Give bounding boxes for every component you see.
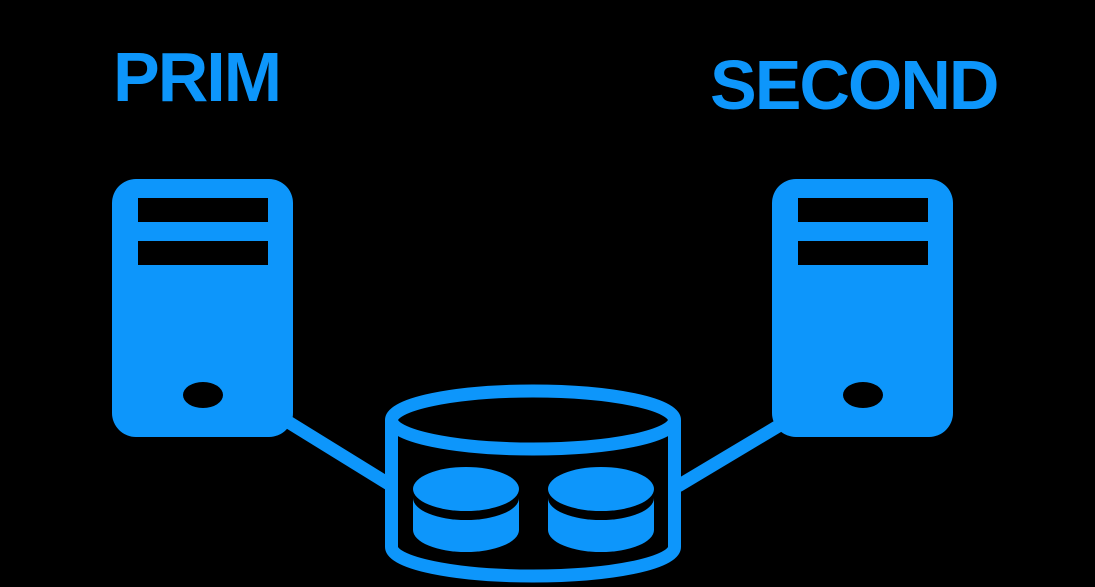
- secondary-server-icon: [772, 179, 953, 437]
- storage-disk-icon: [413, 467, 519, 552]
- primary-storage-connector-line: [281, 414, 396, 492]
- primary-server-power-button: [183, 382, 223, 408]
- primary-server-drive-bay-slot: [138, 198, 268, 222]
- secondary-server-drive-bay-slot: [798, 198, 928, 222]
- primary-server-icon: [112, 179, 293, 437]
- primary-server-drive-bay-slot: [138, 241, 268, 265]
- secondary-server-drive-bay-slot: [798, 241, 928, 265]
- secondary-server-power-button: [843, 382, 883, 408]
- shared-storage-icon: [385, 384, 681, 583]
- left-disk-top: [413, 467, 519, 511]
- storage-disk-icon: [548, 467, 654, 552]
- primary-node-label: PRIM: [113, 38, 280, 116]
- storage-cylinder-top: [385, 384, 681, 456]
- right-disk-top: [548, 467, 654, 511]
- secondary-storage-connector-line: [674, 419, 784, 492]
- secondary-node-label: SECOND: [710, 46, 997, 124]
